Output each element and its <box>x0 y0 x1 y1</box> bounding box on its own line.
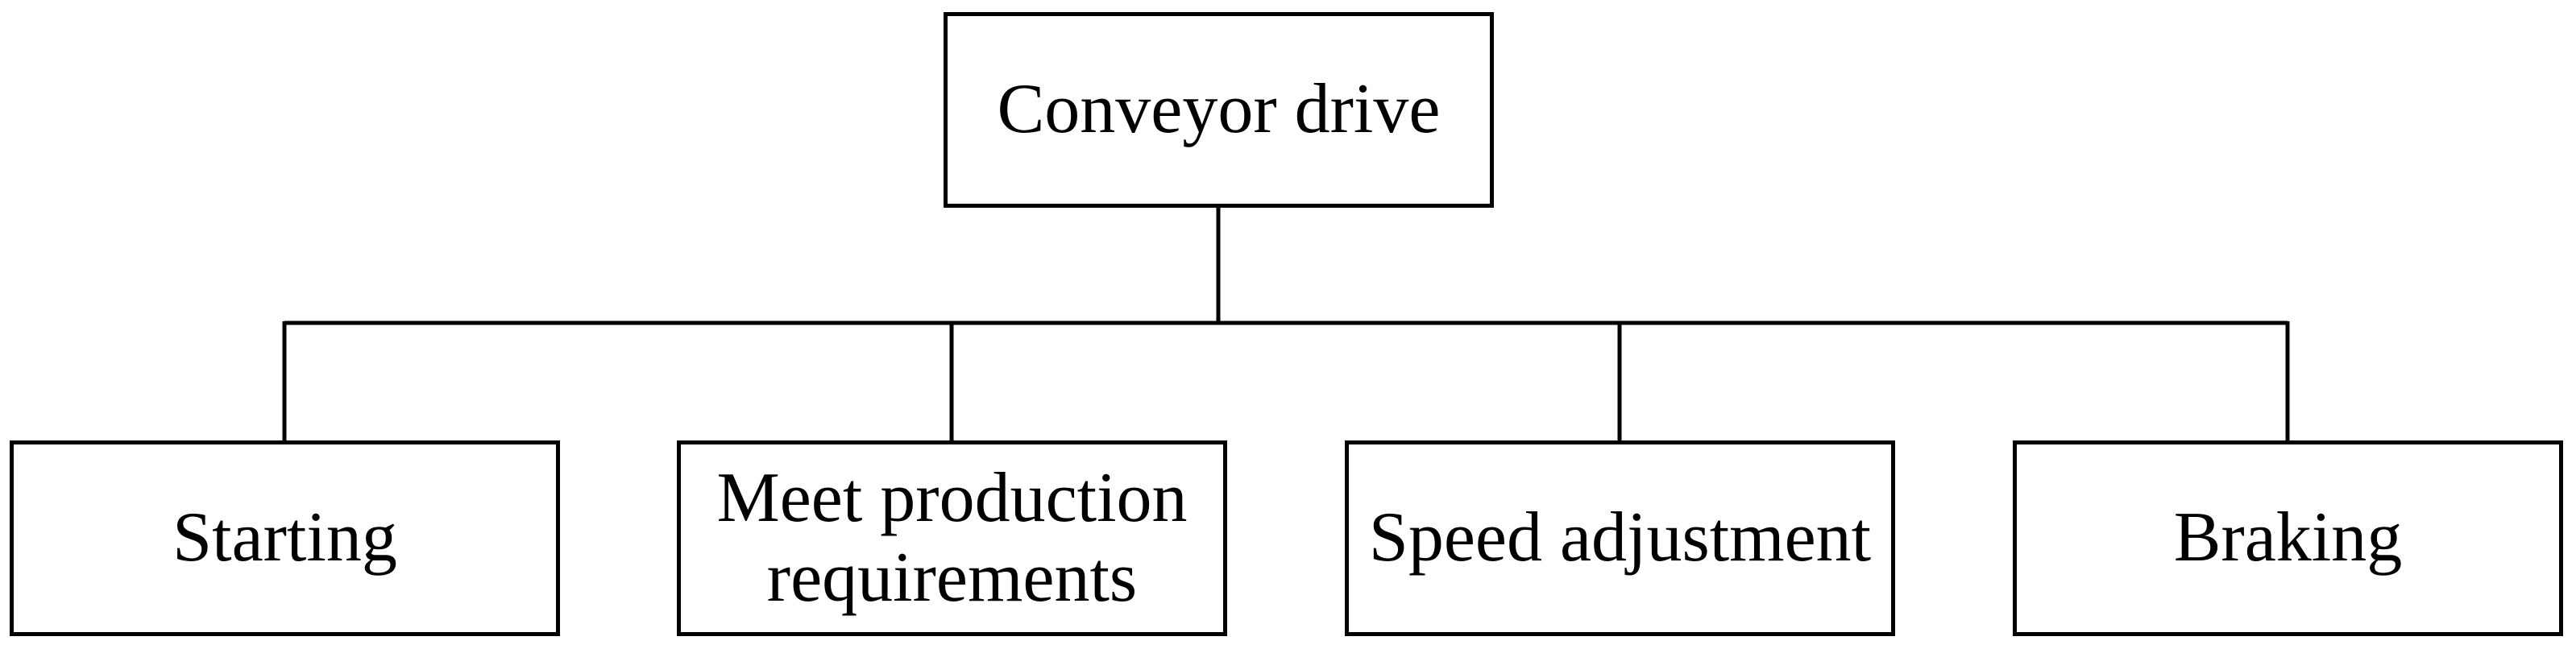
child-node-braking: Braking <box>2013 440 2563 636</box>
child-node-speed-adjustment: Speed adjustment <box>1345 440 1895 636</box>
child-node-label: Starting <box>172 498 397 577</box>
child-node-label: Speed adjustment <box>1368 498 1872 577</box>
child-node-starting: Starting <box>10 440 560 636</box>
child-node-label: Braking <box>2173 498 2403 577</box>
root-node-label: Conveyor drive <box>997 70 1441 149</box>
child-node-meet-production-requirements: Meet production requirements <box>677 440 1227 636</box>
root-node-box: Conveyor drive <box>944 12 1494 208</box>
child-node-label: Meet production requirements <box>716 458 1188 617</box>
